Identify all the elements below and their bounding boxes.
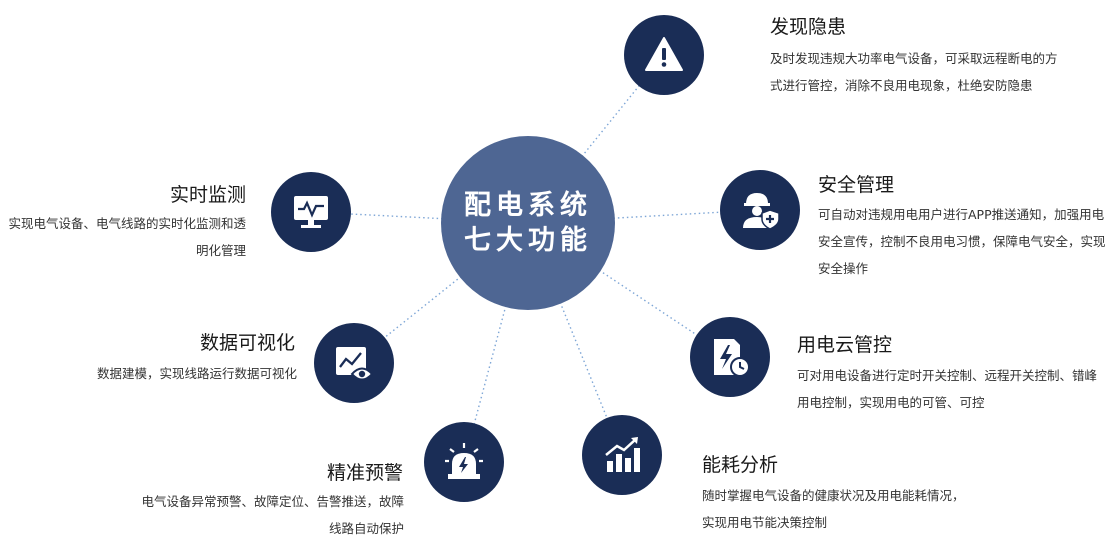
desc-alarm: 电气设备异常预警、故障定位、告警推送，故障线路自动保护: [141, 494, 404, 536]
title-safety: 安全管理: [818, 174, 895, 196]
desc-cloud: 可对用电设备进行定时开关控制、远程开关控制、错峰用电控制，实现用电的可管、可控: [797, 368, 1098, 410]
title-energy: 能耗分析: [702, 454, 779, 476]
worker-shield-icon: [743, 193, 780, 230]
desc-hazard: 及时发现违规大功率电气设备，可采取远程断电的方式进行管控，消除不良用电现象，杜绝…: [770, 51, 1058, 93]
node-energy: [582, 415, 662, 495]
node-monitoring: [271, 172, 351, 252]
alarm-light-icon: [445, 443, 483, 479]
hub-title-line1: 配电系统: [464, 190, 592, 221]
node-safety: [720, 170, 800, 250]
bar-chart-icon: [605, 437, 640, 472]
monitor-wave-icon: [294, 196, 328, 228]
chart-eye-icon: [336, 347, 374, 381]
desc-safety: 可自动对违规用电用户进行APP推送通知，加强用电安全宣传，控制不良用电习惯，保障…: [818, 207, 1106, 276]
node-visual: [314, 323, 394, 403]
node-alarm: [424, 422, 504, 502]
warning-icon: [645, 37, 683, 71]
desc-energy: 随时掌握电气设备的健康状况及用电能耗情况，实现用电节能决策控制: [702, 488, 965, 530]
title-alarm: 精准预警: [326, 462, 403, 484]
node-cloud: [690, 317, 770, 397]
title-visual: 数据可视化: [199, 332, 295, 354]
node-hazard: [624, 15, 704, 95]
power-clock-icon: [714, 339, 750, 377]
hub-title-line2: 七大功能: [464, 225, 592, 256]
desc-monitoring: 实现电气设备、电气线路的实时化监测和透明化管理: [8, 216, 246, 258]
central-hub: 配电系统 七大功能: [441, 136, 615, 310]
title-monitoring: 实时监测: [169, 184, 246, 206]
title-hazard: 发现隐患: [770, 16, 847, 38]
desc-visual: 数据建模，实现线路运行数据可视化: [96, 366, 297, 381]
title-cloud: 用电云管控: [797, 334, 893, 356]
